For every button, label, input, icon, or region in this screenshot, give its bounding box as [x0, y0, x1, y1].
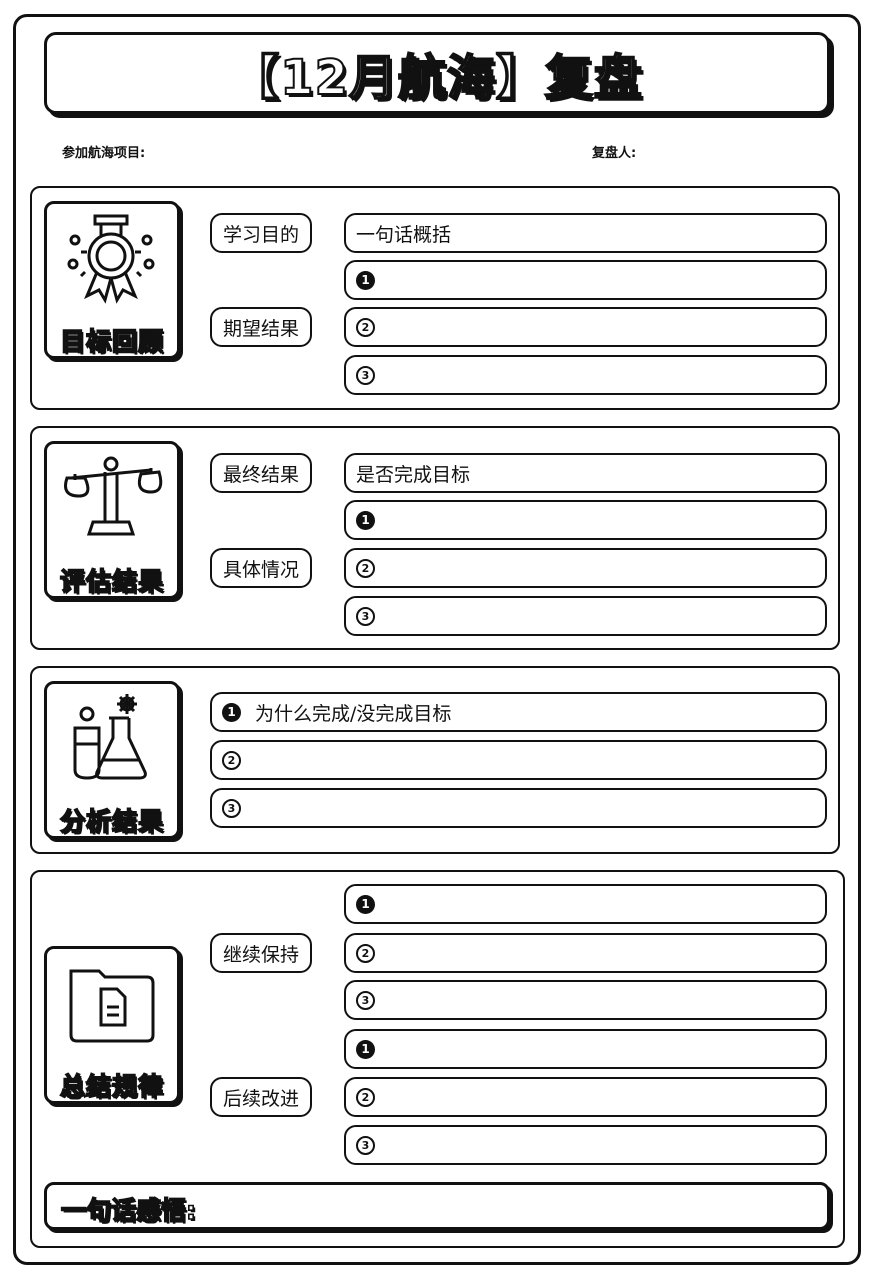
number-badge: 3	[356, 606, 375, 626]
branch-details: 具体情况	[210, 548, 312, 588]
expected-item-1[interactable]: 1	[344, 260, 827, 300]
expected-item-3[interactable]: 3	[344, 355, 827, 395]
number-badge: 2	[356, 558, 375, 578]
number-badge: 1	[356, 510, 375, 530]
keep-item-3[interactable]: 3	[344, 980, 827, 1020]
branch-improve: 后续改进	[210, 1077, 312, 1117]
reviewer-label: 复盘人:	[592, 146, 637, 161]
goal-review-card: 目标回顾	[44, 201, 180, 359]
evaluate-result-label: 评估结果	[59, 566, 164, 597]
detail-item-2[interactable]: 2	[344, 548, 827, 588]
page-title: 【12月航海】复盘	[230, 49, 643, 107]
keep-item-2[interactable]: 2	[344, 933, 827, 973]
number-badge: 1	[222, 702, 241, 722]
number-badge: 2	[356, 1087, 375, 1107]
detail-item-3[interactable]: 3	[344, 596, 827, 636]
number-badge: 2	[222, 750, 241, 770]
flask-icon	[73, 694, 147, 780]
one-sentence-insight-field[interactable]: 一句话感悟:	[44, 1182, 830, 1230]
number-badge: 2	[356, 943, 375, 963]
goal-completed-text: 是否完成目标	[356, 463, 471, 486]
expected-item-2[interactable]: 2	[344, 307, 827, 347]
summarize-patterns-label: 总结规律	[59, 1071, 164, 1102]
number-badge: 1	[356, 270, 375, 290]
summary-text: 一句话概括	[356, 223, 452, 246]
analysis-item-2[interactable]: 2	[210, 740, 827, 780]
folder-icon	[69, 969, 155, 1043]
evaluate-result-card: 评估结果	[44, 441, 180, 599]
number-badge: 1	[356, 894, 375, 914]
analysis-item-3[interactable]: 3	[210, 788, 827, 828]
scale-icon	[64, 456, 163, 536]
number-badge: 1	[356, 1039, 375, 1059]
number-badge: 3	[356, 990, 375, 1010]
branch-learning-goal: 学习目的	[210, 213, 312, 253]
number-badge: 3	[222, 798, 241, 818]
analysis-question-text: 为什么完成/没完成目标	[255, 702, 452, 725]
number-badge: 2	[356, 317, 375, 337]
summary-field[interactable]: 一句话概括	[344, 213, 827, 253]
goal-review-label: 目标回顾	[59, 326, 164, 357]
detail-item-1[interactable]: 1	[344, 500, 827, 540]
goal-completed-field[interactable]: 是否完成目标	[344, 453, 827, 493]
one-sentence-insight-label: 一句话感悟:	[60, 1195, 197, 1226]
analyze-result-card: 分析结果	[44, 681, 180, 839]
branch-expected-result: 期望结果	[210, 307, 312, 347]
summarize-patterns-card: 总结规律	[44, 946, 180, 1104]
page-frame	[13, 14, 861, 1265]
number-badge: 3	[356, 1135, 375, 1155]
keep-item-1[interactable]: 1	[344, 884, 827, 924]
analysis-item-1[interactable]: 1 为什么完成/没完成目标	[210, 692, 827, 732]
branch-final-result: 最终结果	[210, 453, 312, 493]
improve-item-3[interactable]: 3	[344, 1125, 827, 1165]
improve-item-2[interactable]: 2	[344, 1077, 827, 1117]
medal-icon	[67, 214, 155, 304]
title-banner: 【12月航海】复盘	[44, 32, 830, 114]
number-badge: 3	[356, 365, 375, 385]
project-label: 参加航海项目:	[62, 146, 146, 161]
analyze-result-label: 分析结果	[59, 806, 164, 837]
branch-keep-doing: 继续保持	[210, 933, 312, 973]
improve-item-1[interactable]: 1	[344, 1029, 827, 1069]
